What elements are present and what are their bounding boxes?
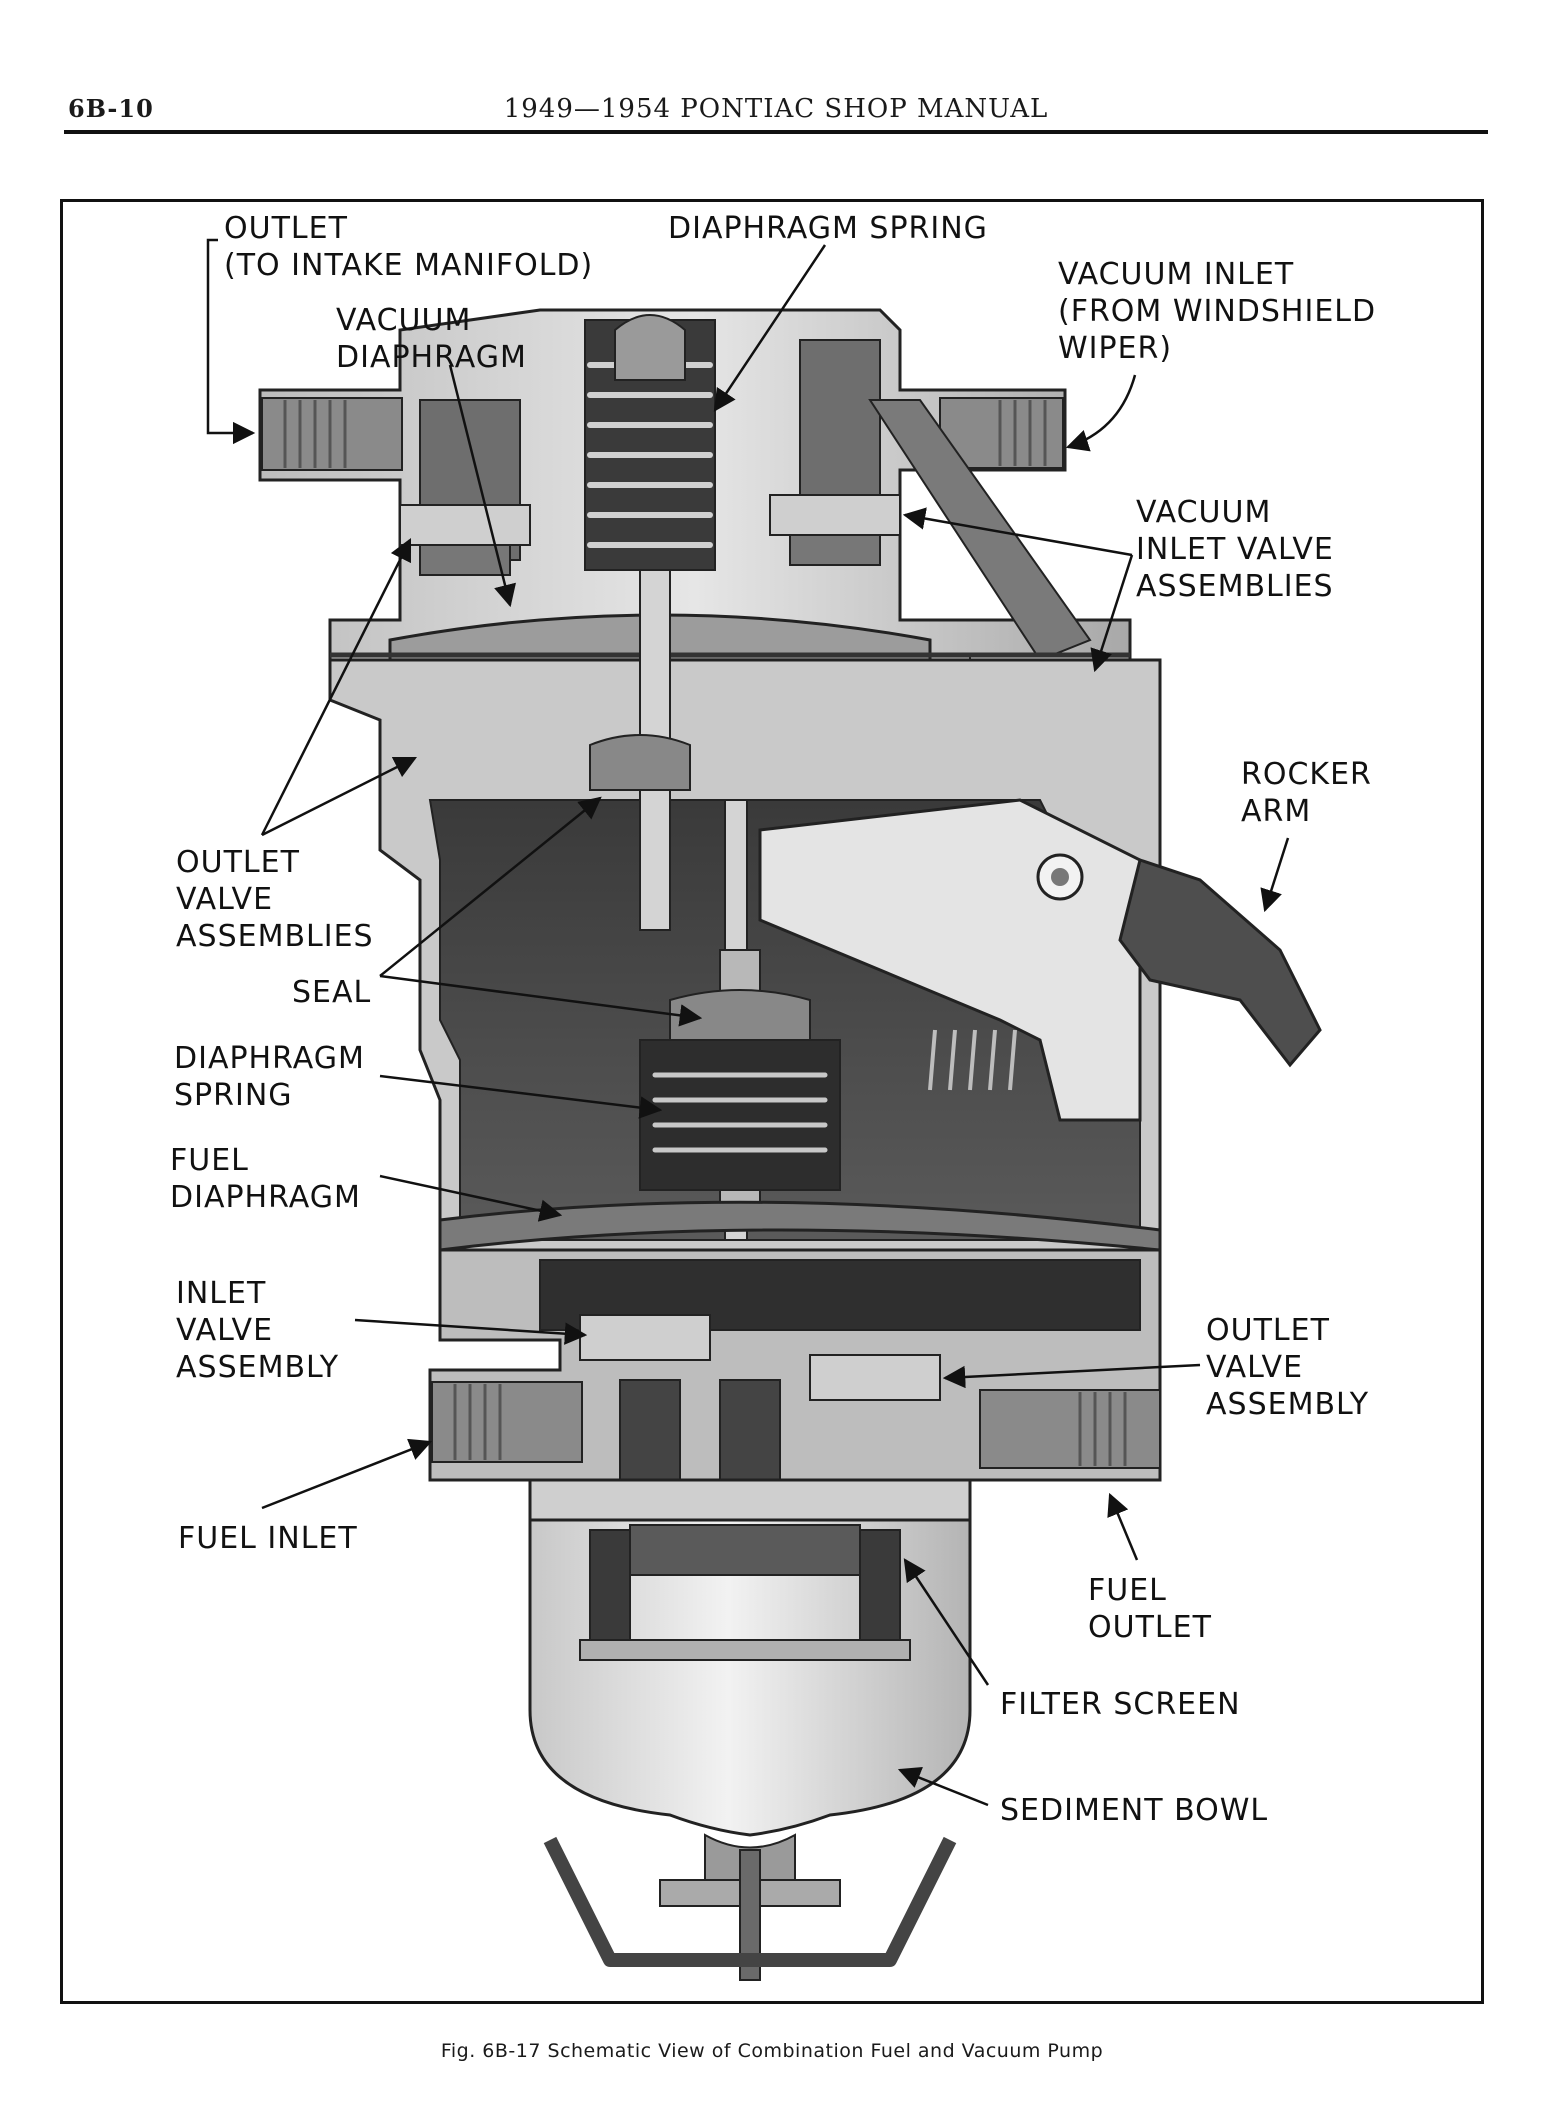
bowl-bail-clamp (543, 1833, 957, 1981)
label-vacuum-inlet: VACUUM INLET (FROM WINDSHIELD WIPER) (1058, 257, 1377, 366)
label-outlet-valve-assembly: OUTLET VALVE ASSEMBLY (1206, 1313, 1370, 1422)
label-inlet-valve-assembly: INLET VALVE ASSEMBLY (176, 1276, 340, 1385)
leader-lines (206, 238, 1290, 1807)
running-title: 1949—1954 PONTIAC SHOP MANUAL (503, 94, 1049, 124)
upper-diaphragm-spring (584, 314, 716, 571)
label-diaphragm-spring-lower: DIAPHRAGM SPRING (174, 1041, 365, 1113)
label-filter-screen: FILTER SCREEN (1000, 1687, 1241, 1722)
label-vacuum-inlet-valve-assemblies: VACUUM INLET VALVE ASSEMBLIES (1136, 495, 1334, 604)
rocker-arm (758, 798, 1322, 1122)
label-fuel-inlet: FUEL INLET (178, 1521, 358, 1556)
lower-diaphragm-spring (639, 1029, 1017, 1191)
label-outlet-to-intake-manifold: OUTLET (TO INTAKE MANIFOLD) (224, 211, 594, 283)
figure-caption: Fig. 6B-17 Schematic View of Combination… (440, 2040, 1104, 2062)
label-outlet-valve-assemblies: OUTLET VALVE ASSEMBLIES (176, 845, 374, 954)
label-diaphragm-spring-top: DIAPHRAGM SPRING (668, 211, 988, 246)
label-vacuum-diaphragm: VACUUM DIAPHRAGM (336, 303, 527, 375)
label-sediment-bowl: SEDIMENT BOWL (1000, 1793, 1269, 1828)
page-header: 6B-10 1949—1954 PONTIAC SHOP MANUAL (64, 86, 1488, 134)
label-seal: SEAL (292, 975, 372, 1010)
label-fuel-diaphragm: FUEL DIAPHRAGM (170, 1143, 361, 1215)
label-rocker-arm: ROCKER ARM (1241, 757, 1372, 829)
page-number: 6B-10 (68, 94, 154, 123)
sediment-bowl (528, 1478, 972, 1837)
label-fuel-outlet: FUEL OUTLET (1088, 1573, 1212, 1645)
